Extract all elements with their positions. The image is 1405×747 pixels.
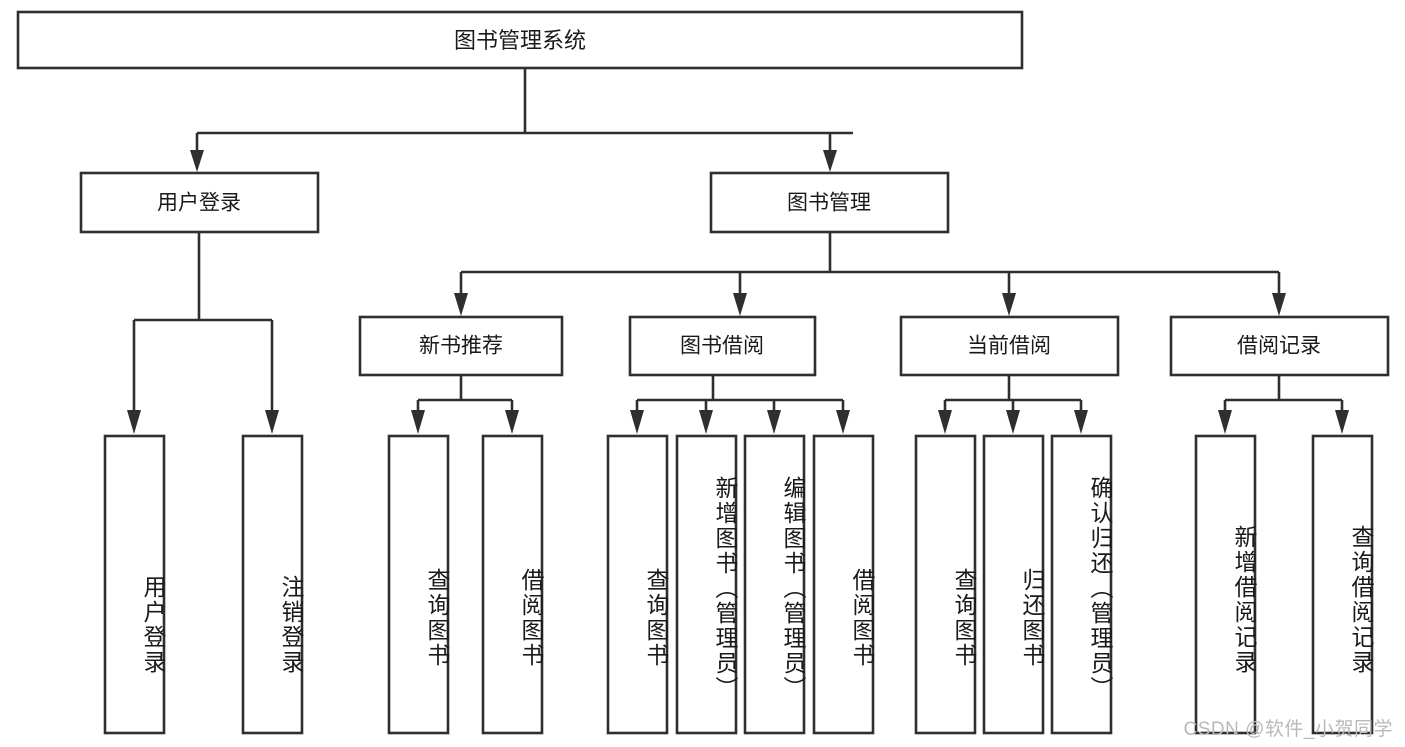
- node-user-login-label: 用户登录: [157, 192, 241, 215]
- leaf-box-borrow-record-1[interactable]: [1194, 434, 1257, 735]
- leaf-box-book-borrow-4[interactable]: [812, 434, 875, 735]
- node-user-login-box[interactable]: [79, 171, 320, 234]
- node-borrow-record-label: 借阅记录: [1237, 335, 1321, 358]
- connector-group-book-manage-to-level3: [454, 232, 1286, 316]
- leaf-box-user-login-1[interactable]: [103, 434, 166, 735]
- leaf-boxes-book-borrow: [606, 434, 875, 735]
- arrow-head-to-book-manage: [823, 150, 837, 172]
- leaf-box-current-borrow-1[interactable]: [914, 434, 977, 735]
- arrow-head-bb-leaf-1: [630, 410, 644, 434]
- node-new-book-recommend[interactable]: 新书推荐: [358, 315, 564, 377]
- node-current-borrow-label: 当前借阅: [967, 335, 1051, 358]
- leaf-box-new-book-2[interactable]: [481, 434, 544, 735]
- arrow-head-nb-leaf-1: [411, 410, 425, 434]
- node-current-borrow[interactable]: 当前借阅: [899, 315, 1120, 377]
- arrow-head-cb-leaf-1: [938, 410, 952, 434]
- arrow-head-to-current-borrow: [1002, 293, 1016, 316]
- leaf-boxes-user-login: [103, 434, 304, 735]
- arrow-head-to-borrow-record: [1272, 293, 1286, 316]
- arrow-head-leaf-logout: [265, 410, 279, 434]
- leaf-boxes-new-book: [387, 434, 544, 735]
- node-book-borrow-label: 图书借阅: [680, 335, 764, 358]
- leaf-box-book-borrow-1[interactable]: [606, 434, 669, 735]
- node-book-borrow-box[interactable]: [628, 315, 817, 377]
- leaf-box-book-borrow-2[interactable]: [675, 434, 738, 735]
- node-book-manage[interactable]: 图书管理: [709, 171, 950, 234]
- node-root[interactable]: 图书管理系统: [16, 10, 1024, 70]
- arrow-head-bb-leaf-3: [767, 410, 781, 434]
- node-book-manage-label: 图书管理: [787, 192, 871, 215]
- arrow-head-cb-leaf-2: [1006, 410, 1020, 434]
- node-new-book-recommend-box[interactable]: [358, 315, 564, 377]
- arrow-head-bb-leaf-2: [699, 410, 713, 434]
- leaf-box-current-borrow-3[interactable]: [1050, 434, 1113, 735]
- arrow-head-br-leaf-2: [1335, 410, 1349, 434]
- arrow-head-br-leaf-1: [1218, 410, 1232, 434]
- arrow-head-to-book-borrow: [733, 293, 747, 316]
- leaf-box-borrow-record-2[interactable]: [1311, 434, 1374, 735]
- node-book-manage-box[interactable]: [709, 171, 950, 234]
- connector-group-root-to-level2: [190, 68, 853, 172]
- node-current-borrow-box[interactable]: [899, 315, 1120, 377]
- node-borrow-record-box[interactable]: [1169, 315, 1390, 377]
- arrow-head-nb-leaf-2: [505, 410, 519, 434]
- connector-group-new-book-to-leaves: [411, 375, 519, 434]
- leaf-boxes-borrow-record: [1194, 434, 1374, 735]
- node-user-login[interactable]: 用户登录: [79, 171, 320, 234]
- connector-group-book-borrow-to-leaves: [630, 375, 850, 434]
- node-borrow-record[interactable]: 借阅记录: [1169, 315, 1390, 377]
- arrow-head-cb-leaf-3: [1074, 410, 1088, 434]
- leaf-box-new-book-1[interactable]: [387, 434, 450, 735]
- connector-group-user-login-to-leaves: [127, 232, 279, 434]
- leaf-box-current-borrow-2[interactable]: [982, 434, 1045, 735]
- csdn-watermark: CSDN @软件_小贺同学: [1183, 719, 1393, 740]
- arrow-head-to-new-book: [454, 293, 468, 316]
- node-new-book-recommend-label: 新书推荐: [419, 335, 503, 358]
- arrow-head-to-user-login: [190, 150, 204, 172]
- connector-group-borrow-record-to-leaves: [1218, 375, 1349, 434]
- connector-group-current-borrow-to-leaves: [938, 375, 1088, 434]
- leaf-box-book-borrow-3[interactable]: [743, 434, 806, 735]
- arrow-head-leaf-user-login: [127, 410, 141, 434]
- node-book-borrow[interactable]: 图书借阅: [628, 315, 817, 377]
- node-root-label: 图书管理系统: [454, 28, 586, 53]
- node-root-box[interactable]: [16, 10, 1024, 70]
- arrow-head-bb-leaf-4: [836, 410, 850, 434]
- leaf-box-user-login-2[interactable]: [241, 434, 304, 735]
- leaf-boxes-current-borrow: [914, 434, 1113, 735]
